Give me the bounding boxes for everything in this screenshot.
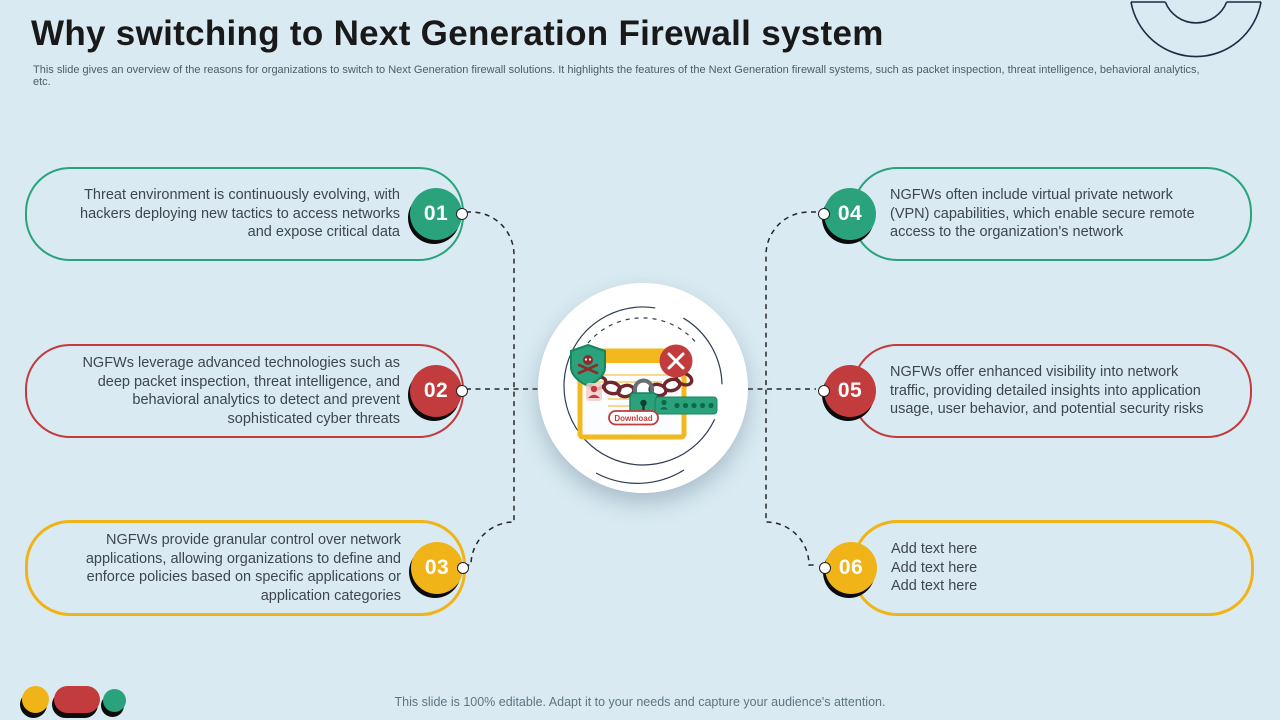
slide-title: Why switching to Next Generation Firewal… xyxy=(31,14,884,53)
badge-04: 04 xyxy=(824,188,876,240)
card-04-text: NGFWs often include virtual private netw… xyxy=(890,187,1195,241)
card-05: NGFWs offer enhanced visibility into net… xyxy=(818,344,1252,438)
card-01: Threat environment is continuously evolv… xyxy=(25,167,468,261)
deco-green-circle xyxy=(103,689,126,712)
ring-bottom-arc xyxy=(595,469,685,484)
connector-dot-03 xyxy=(457,561,469,574)
half-donut-decoration xyxy=(1130,1,1262,58)
card-03-text: NGFWs provide granular control over netw… xyxy=(85,532,401,604)
firewall-illustration: Download xyxy=(563,306,723,484)
badge-02-number: 02 xyxy=(423,379,449,402)
download-button-label: Download xyxy=(614,414,652,423)
card-02-text: NGFWs leverage advanced technologies suc… xyxy=(82,355,400,427)
card-06-text: Add text here Add text here Add text her… xyxy=(891,541,978,595)
center-illustration: Download xyxy=(538,283,748,493)
badge-06-number: 06 xyxy=(838,556,864,579)
connector-dot-02 xyxy=(456,384,468,397)
footer-note: This slide is 100% editable. Adapt it to… xyxy=(394,695,886,709)
slide-subtitle: This slide gives an overview of the reas… xyxy=(33,64,1200,88)
card-03: NGFWs provide granular control over netw… xyxy=(25,520,469,616)
card-01-text: Threat environment is continuously evolv… xyxy=(80,187,400,241)
badge-06: 06 xyxy=(825,542,877,594)
card-04: NGFWs often include virtual private netw… xyxy=(818,167,1252,261)
blocked-x-icon xyxy=(659,344,693,378)
badge-03: 03 xyxy=(411,542,463,594)
card-02: NGFWs leverage advanced technologies suc… xyxy=(25,344,468,438)
badge-01-number: 01 xyxy=(423,202,449,225)
badge-05-number: 05 xyxy=(837,379,863,402)
card-05-text: NGFWs offer enhanced visibility into net… xyxy=(890,364,1204,418)
connector-dot-01 xyxy=(456,207,468,220)
ring-dashed-arc xyxy=(587,317,699,346)
connector-dot-06 xyxy=(819,561,831,574)
connector-dot-05 xyxy=(818,384,830,397)
download-button: Download xyxy=(608,410,659,426)
deco-red-pill xyxy=(54,686,100,713)
deco-yellow-circle xyxy=(22,686,49,713)
password-field xyxy=(654,396,718,415)
badge-03-number: 03 xyxy=(424,556,450,579)
badge-05: 05 xyxy=(824,365,876,417)
user-icon xyxy=(586,383,602,401)
badge-02: 02 xyxy=(410,365,462,417)
badge-01: 01 xyxy=(410,188,462,240)
card-06: Add text here Add text here Add text her… xyxy=(819,520,1254,616)
connector-dot-04 xyxy=(818,207,830,220)
badge-04-number: 04 xyxy=(837,202,863,225)
